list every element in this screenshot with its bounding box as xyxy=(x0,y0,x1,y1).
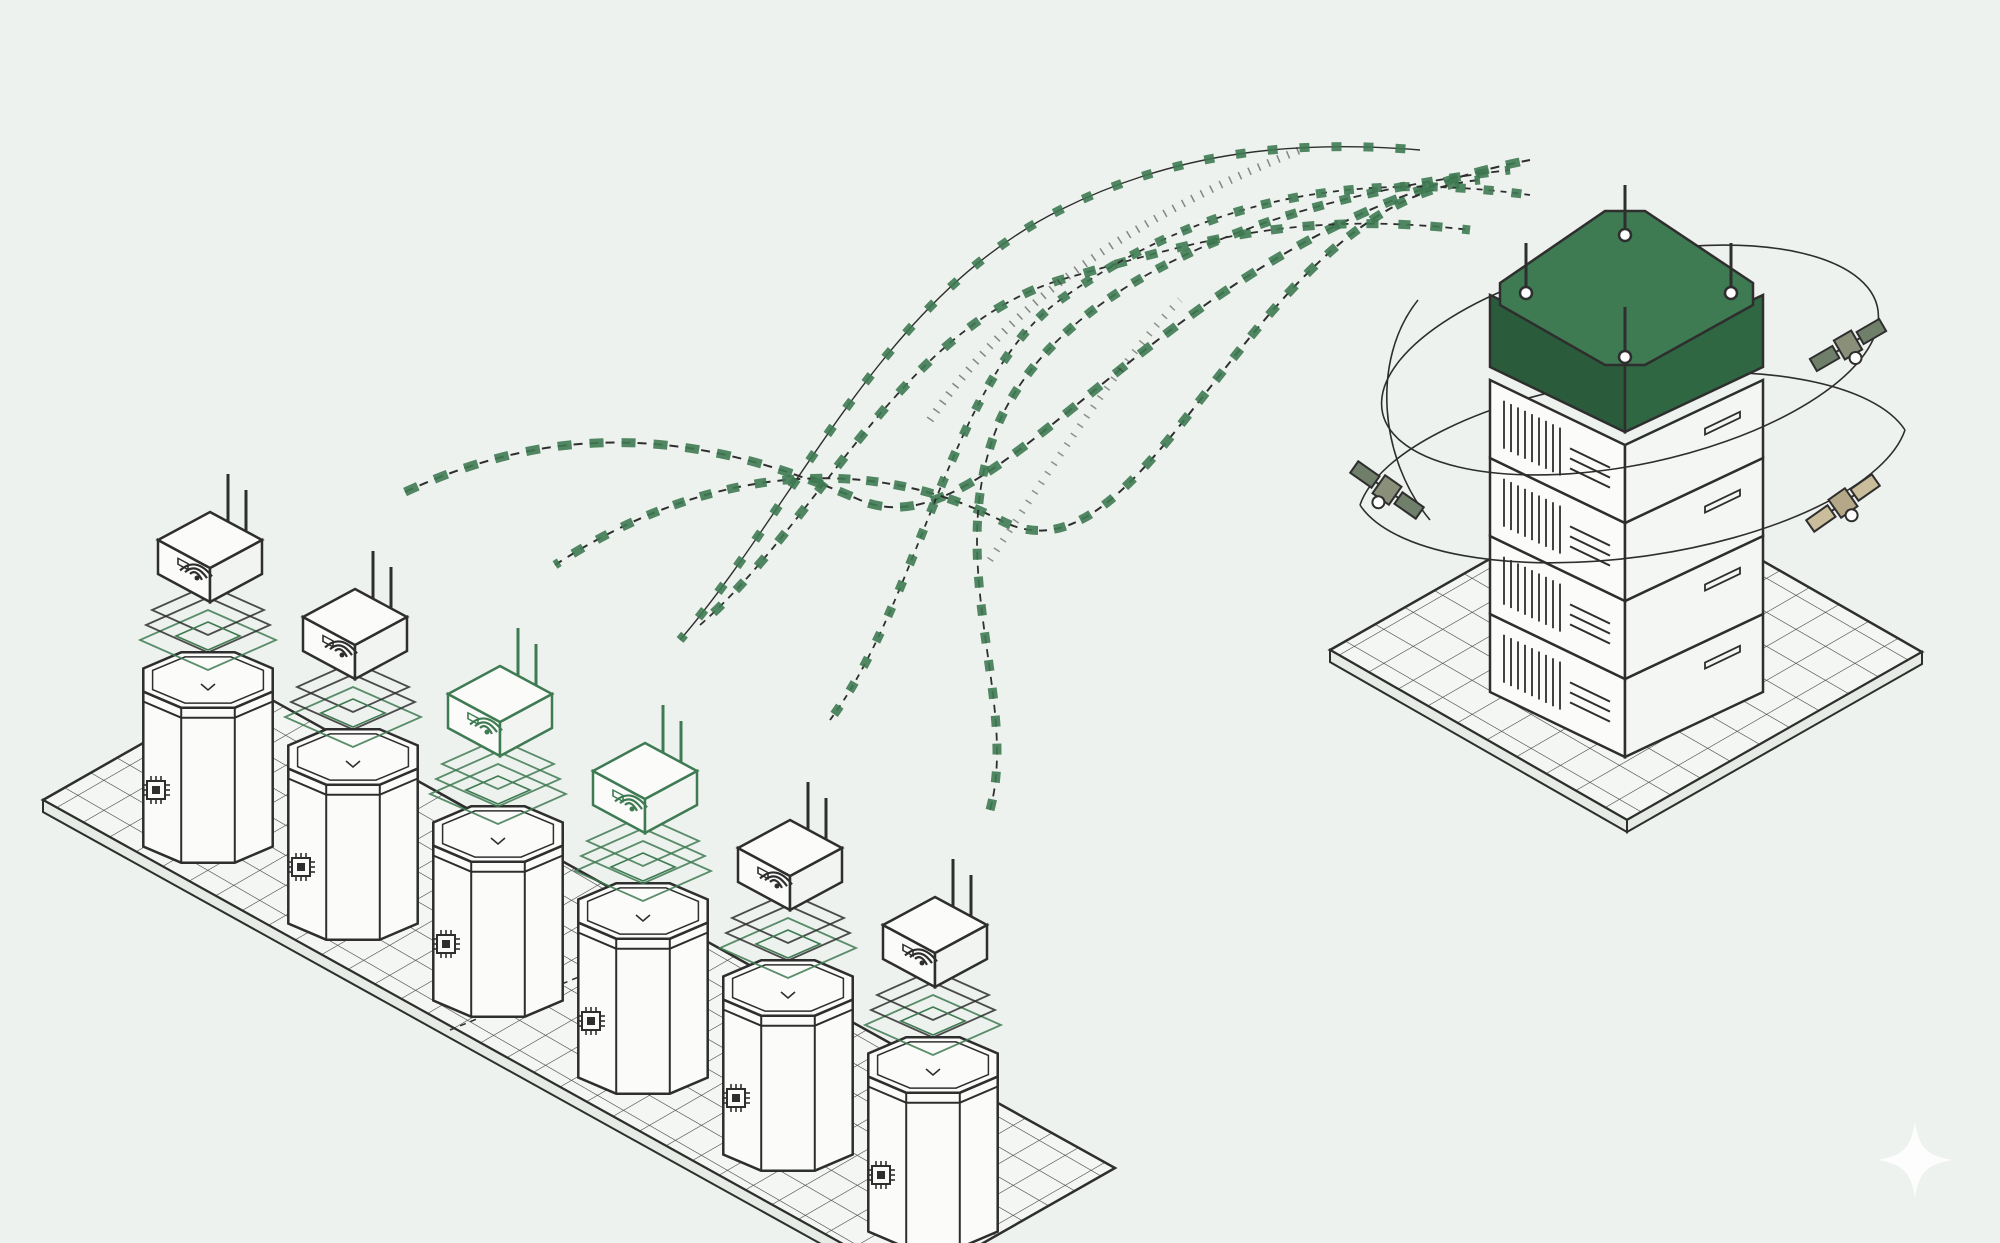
signal-layer xyxy=(874,969,992,1021)
wifi-router-icon xyxy=(904,948,938,966)
signal-layer xyxy=(294,661,412,713)
edge-device-3 xyxy=(427,628,569,1018)
data-packet-trail xyxy=(697,219,1471,629)
wifi-router xyxy=(880,859,990,990)
satellite-icon xyxy=(1808,317,1888,373)
chip-icon xyxy=(722,1084,750,1112)
data-stream-line xyxy=(554,179,1481,566)
edge-device-4 xyxy=(572,705,714,1095)
device-lid xyxy=(577,882,709,940)
device-lid xyxy=(142,651,274,709)
edge-device-2 xyxy=(282,551,424,941)
wifi-router-icon xyxy=(614,794,648,812)
cloud-server-tower xyxy=(1488,185,1765,759)
data-packet-trail xyxy=(552,175,1481,569)
chip-icon xyxy=(577,1007,605,1035)
wifi-router-icon xyxy=(179,563,213,581)
edge-device-1 xyxy=(137,474,279,864)
device-lid xyxy=(432,805,564,863)
satellite-icon xyxy=(1348,459,1426,521)
signal-layer xyxy=(439,738,557,790)
wifi-router xyxy=(300,551,410,682)
signal-layer xyxy=(433,750,563,808)
wifi-router xyxy=(445,628,555,759)
signal-layer xyxy=(862,994,1004,1056)
server-top-block xyxy=(1488,185,1765,434)
edge-devices xyxy=(137,474,1004,1243)
signal-layer xyxy=(868,981,998,1039)
wifi-router-icon xyxy=(324,640,358,658)
signal-layer xyxy=(572,840,714,902)
wifi-router xyxy=(590,705,700,836)
chip-icon xyxy=(287,853,315,881)
signal-layer xyxy=(137,609,279,671)
server-module-4 xyxy=(1488,612,1765,759)
data-stream-line xyxy=(976,169,1511,811)
signal-layer xyxy=(723,904,853,962)
chip-icon xyxy=(867,1161,895,1189)
signal-layer xyxy=(282,686,424,748)
data-streams xyxy=(403,142,1531,812)
wifi-router xyxy=(735,782,845,913)
data-stream-line xyxy=(404,159,1531,508)
data-packet-trail xyxy=(676,142,1421,643)
signal-layer xyxy=(149,584,267,636)
satellite-icon xyxy=(1804,472,1882,534)
signal-layer xyxy=(584,815,702,867)
data-stream-line xyxy=(679,145,1421,641)
wifi-router-icon xyxy=(759,871,793,889)
wifi-router-icon xyxy=(469,717,503,735)
signal-layer xyxy=(578,827,708,885)
signal-layer xyxy=(729,892,847,944)
signal-layer xyxy=(427,763,569,825)
data-packet-trail xyxy=(826,182,1531,723)
edge-device-6 xyxy=(862,859,1004,1243)
satellites xyxy=(1348,317,1888,534)
data-packet-trail xyxy=(403,155,1531,512)
signal-layer xyxy=(717,917,859,979)
chip-icon xyxy=(432,930,460,958)
device-lid xyxy=(287,728,419,786)
signal-layer xyxy=(143,596,273,654)
edge-device-5 xyxy=(717,782,859,1172)
server-module-3 xyxy=(1488,534,1765,681)
wifi-router xyxy=(155,474,265,605)
device-lid xyxy=(722,959,854,1017)
device-lid xyxy=(867,1036,999,1094)
chip-icon xyxy=(142,776,170,804)
sparkle-icon xyxy=(1877,1122,1953,1198)
